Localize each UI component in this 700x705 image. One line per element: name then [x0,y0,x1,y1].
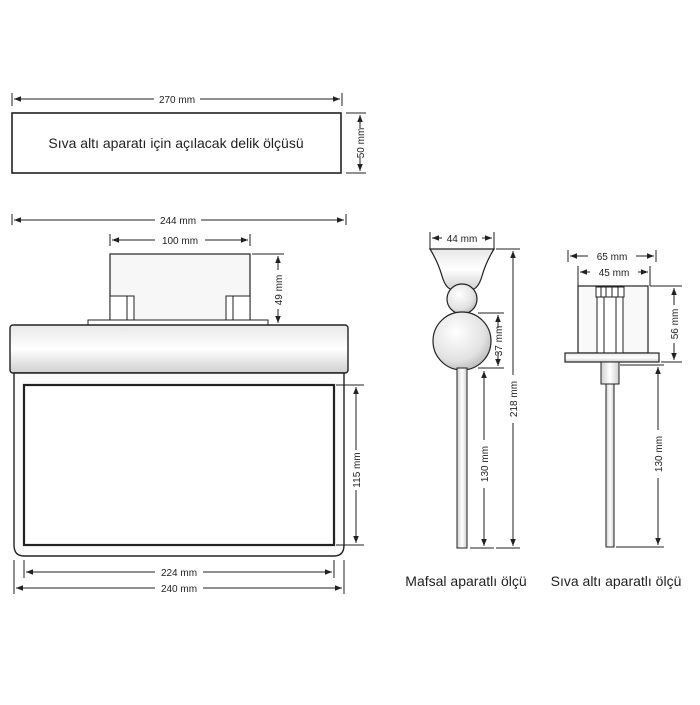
siva-flange [564,352,660,363]
mafsal-joint-large [432,311,492,371]
siva-inner-label: 45 mm [599,268,630,279]
front-view: 244 mm 100 mm 49 mm 115 mm [9,214,364,595]
cutout-width-label: 270 mm [159,95,195,106]
siva-caption: Sıva altı aparatlı ölçü [551,573,682,589]
mafsal-joint-small [446,283,478,315]
siva-channel [596,296,624,354]
box-width-label: 100 mm [162,236,198,247]
siva-connector [595,286,625,298]
siva-height-label: 56 mm [670,309,681,340]
mounting-plate [87,319,269,326]
siva-stem-label: 130 mm [654,436,665,472]
bottom-width-label: 240 mm [161,584,197,595]
box-height-label: 49 mm [274,275,285,306]
front-top-width-label: 244 mm [160,216,196,227]
mafsal-stem-label: 130 mm [480,446,491,482]
siva-stem [605,383,615,548]
mafsal-caption: Mafsal aparatlı ölçü [405,573,526,589]
siva-sleeve [600,361,620,385]
mafsal-view: 44 mm 37 mm 130 mm 218 mm Mafsal aparatl… [405,232,527,589]
ball-height-label: 37 mm [494,326,505,357]
siva-outer-label: 65 mm [597,252,628,263]
cutout-rectangle [11,112,342,174]
mafsal-total-label: 218 mm [509,381,520,417]
cutout-group: 270 mm Sıva altı aparatı için açılacak d… [11,93,367,174]
mafsal-stem [456,367,468,549]
inner-width-label: 224 mm [161,568,197,579]
cutout-height-label: 50 mm [356,128,367,159]
siva-view: 65 mm 45 mm 56 mm 1 [551,250,682,589]
mafsal-top-label: 44 mm [447,234,478,245]
housing-top [9,324,349,374]
sign-panel-inner [22,383,336,547]
cutout-label: Sıva altı aparatı için açılacak delik öl… [48,135,303,151]
panel-height-label: 115 mm [352,452,363,487]
